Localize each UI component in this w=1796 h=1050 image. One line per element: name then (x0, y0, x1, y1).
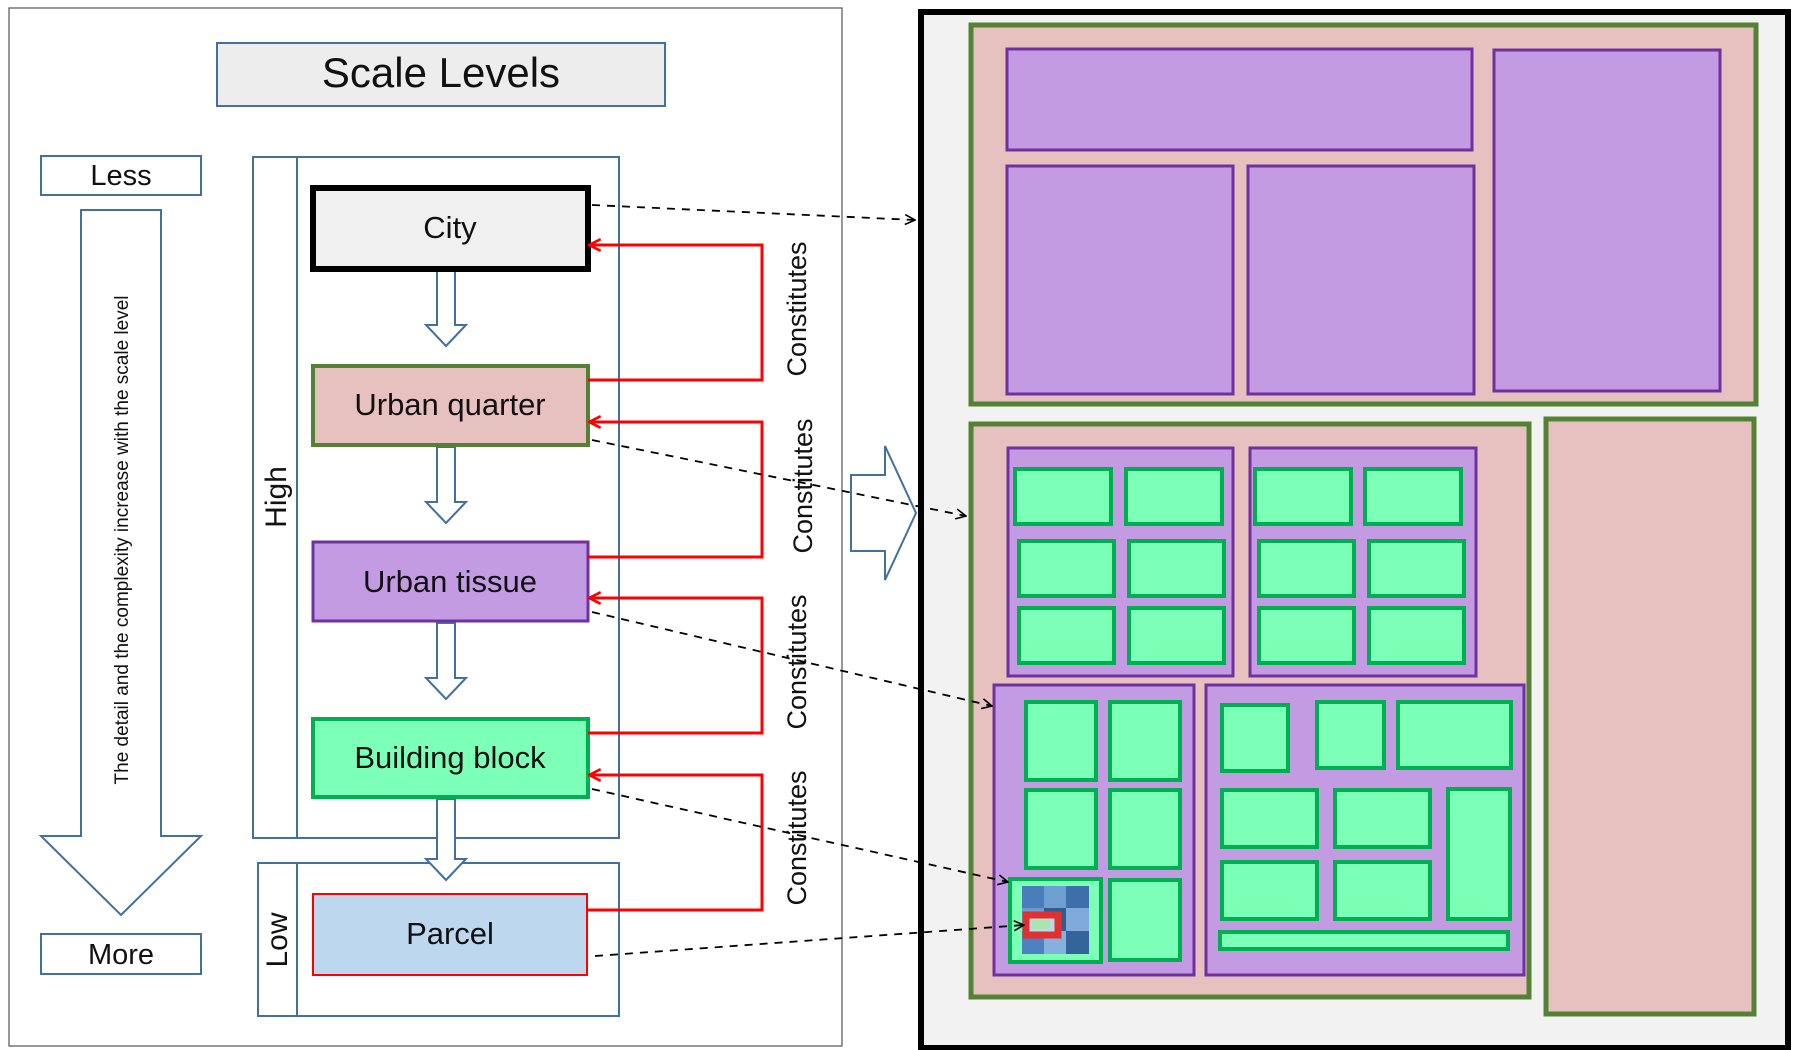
constitutes-labels: Constitutes Constitutes Constitutes Cons… (782, 241, 818, 905)
building-block-area (1253, 467, 1353, 526)
building-block-area (1220, 860, 1319, 921)
high-group-label: High (260, 466, 293, 528)
building-block-area (1108, 788, 1182, 870)
less-label-box (40, 155, 202, 196)
correspondence-arrow (594, 925, 1024, 957)
parcel-grid (1022, 886, 1089, 954)
city-box (310, 185, 591, 272)
urban-tissue-label: Urban tissue (363, 564, 537, 599)
urban-quarter-area (1543, 416, 1757, 1017)
urban-quarter-box (311, 364, 590, 447)
urban-tissue-area (1492, 48, 1722, 393)
highlighted-parcel-inner (1032, 920, 1050, 929)
complexity-arrow (38, 209, 204, 917)
constitutes-label: Constitutes (782, 241, 812, 376)
right-arrow (850, 445, 918, 581)
urban-tissue-area (1246, 164, 1476, 396)
building-block-area (1013, 467, 1113, 526)
constitutes-connector (588, 422, 764, 559)
building-block-area (1367, 606, 1466, 665)
urban-quarter-label: Urban quarter (354, 387, 545, 422)
constitutes-connector (588, 598, 764, 735)
correspondence-arrows (591, 204, 1024, 957)
city-label: City (423, 210, 477, 245)
urban-tissue-area (1005, 47, 1474, 152)
building-block-area (1363, 467, 1463, 526)
parcel-cell (1044, 886, 1066, 908)
parcel-cell (1066, 908, 1089, 931)
building-block-area (1220, 703, 1290, 773)
constitutes-connector (588, 245, 764, 382)
title-box: Scale Levels (216, 42, 666, 107)
building-block-area (1257, 539, 1356, 598)
more-label: More (88, 939, 154, 971)
constitutes-connector (588, 775, 764, 912)
building-block-label: Building block (354, 740, 546, 775)
level-city: City (310, 185, 591, 272)
less-label: Less (90, 160, 151, 192)
building-block-area (1333, 860, 1432, 921)
level-urban-quarter: Urban quarter (311, 364, 590, 447)
parcel-cell (1066, 886, 1089, 908)
building-block-area (1017, 539, 1116, 598)
building-block-area (1108, 878, 1182, 962)
building-block-area (1218, 930, 1510, 951)
more-label-box (40, 933, 202, 975)
urban-tissue-box (311, 540, 590, 623)
building-block-area (1124, 467, 1224, 526)
low-group-label: Low (261, 912, 294, 967)
constitutes-label: Constitutes (788, 418, 818, 553)
parcel-box (312, 893, 588, 976)
parcel-cell (1066, 931, 1089, 954)
level-building-block: Building block (311, 717, 590, 799)
low-group: Low (257, 862, 620, 1017)
diagram-title: Scale Levels (322, 49, 560, 96)
constitutes-connectors (588, 245, 764, 912)
building-block-area (1367, 539, 1466, 598)
building-block-box (311, 717, 590, 799)
parcel-label: Parcel (406, 916, 494, 951)
complexity-arrow-text: The detail and the complexity increase w… (112, 296, 133, 785)
building-block-area (1024, 700, 1098, 782)
complexity-scale: Less The detail and the complexity incre… (38, 155, 204, 975)
building-block-area (1446, 787, 1512, 921)
down-arrow (423, 446, 469, 525)
level-urban-tissue: Urban tissue (311, 540, 590, 623)
hierarchy-arrows (423, 269, 469, 882)
constitutes-label: Constitutes (782, 594, 812, 729)
parcel-cell (1022, 886, 1044, 908)
correspondence-arrow (591, 439, 966, 516)
correspondence-arrow (591, 788, 1008, 882)
building-block-area (1024, 788, 1098, 870)
down-arrow (423, 622, 469, 701)
building-block-area (1108, 700, 1182, 782)
building-block-area (1017, 606, 1116, 665)
building-block-area (1127, 606, 1226, 665)
down-arrow (423, 798, 469, 882)
building-block-area (1257, 606, 1356, 665)
building-block-area (1315, 700, 1386, 770)
building-block-area (1127, 539, 1226, 598)
building-block-area (1396, 700, 1513, 770)
building-block-area (1333, 788, 1432, 849)
urban-tissue-area (1005, 164, 1235, 396)
constitutes-label: Constitutes (782, 770, 812, 905)
building-block-area (1220, 788, 1319, 849)
down-arrow (423, 269, 469, 348)
level-parcel: Parcel (312, 893, 588, 976)
